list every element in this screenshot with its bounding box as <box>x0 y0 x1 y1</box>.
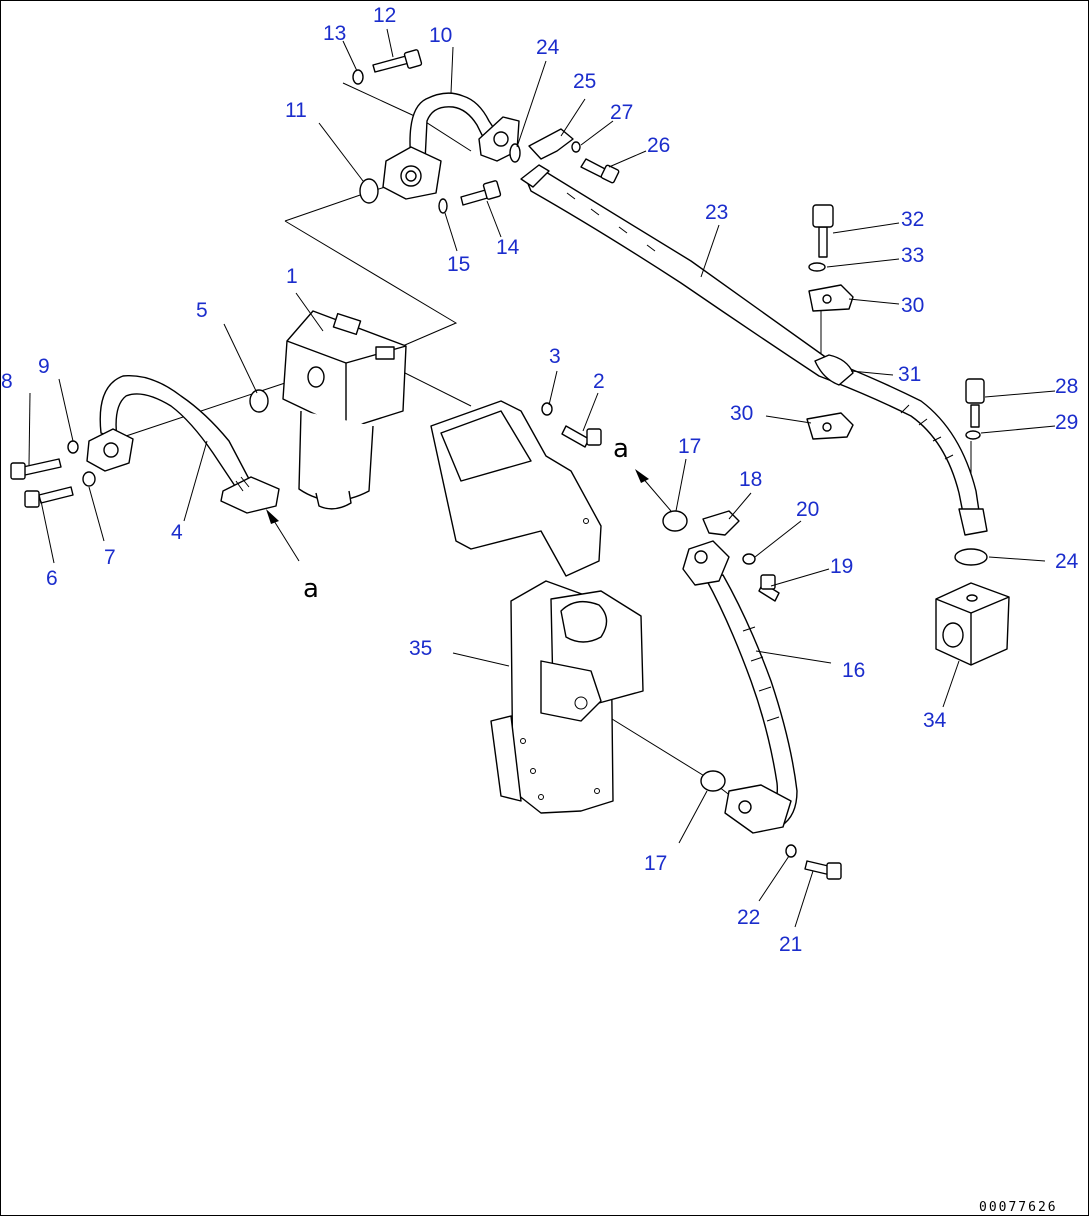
callout-30-top: 30 <box>901 294 924 317</box>
callout-17-bottom: 17 <box>644 852 667 875</box>
callout-20: 20 <box>796 498 819 521</box>
callout-3: 3 <box>549 345 561 368</box>
callout-10: 10 <box>429 24 452 47</box>
hardware <box>10 49 988 880</box>
callout-1: 1 <box>286 265 298 288</box>
callout-33: 33 <box>901 244 924 267</box>
callout-13: 13 <box>323 22 346 45</box>
callout-labels: 1 2 3 4 5 6 7 8 9 10 11 12 13 14 15 16 1… <box>1 4 1079 956</box>
callout-11: 11 <box>285 99 307 122</box>
callout-5: 5 <box>196 299 208 322</box>
callout-19: 19 <box>830 555 853 578</box>
callout-14: 14 <box>496 236 520 259</box>
callout-6: 6 <box>46 567 58 590</box>
callout-4: 4 <box>171 521 183 544</box>
part-16-hose <box>682 540 798 834</box>
view-marker-left: a <box>303 574 319 604</box>
callout-17-top: 17 <box>678 435 701 458</box>
part-34-block <box>935 582 1010 666</box>
callout-23: 23 <box>705 201 728 224</box>
part-10-pipe <box>382 92 520 200</box>
part-35-bracket <box>430 400 644 814</box>
part-1-filter <box>282 310 407 510</box>
part-4-pipe <box>86 374 280 514</box>
callout-21: 21 <box>779 933 802 956</box>
callout-31: 31 <box>898 363 921 386</box>
callout-22: 22 <box>737 906 760 929</box>
callout-34: 34 <box>923 709 947 732</box>
leader-lines <box>28 28 1056 928</box>
callout-2: 2 <box>593 370 605 393</box>
callout-29: 29 <box>1055 411 1078 434</box>
callout-16: 16 <box>842 659 865 682</box>
view-arrows <box>266 469 672 562</box>
part-30-clamps <box>806 284 854 440</box>
callout-27: 27 <box>610 101 633 124</box>
callout-8: 8 <box>1 370 13 393</box>
callout-9: 9 <box>38 355 50 378</box>
callout-28: 28 <box>1055 375 1078 398</box>
callout-15: 15 <box>447 253 470 276</box>
callout-35: 35 <box>409 637 432 660</box>
callout-12: 12 <box>373 4 396 27</box>
callout-32: 32 <box>901 208 924 231</box>
view-marker-right: a <box>613 434 629 464</box>
part-23-hose <box>520 164 988 536</box>
callout-18: 18 <box>739 468 762 491</box>
drawing-number: 00077626 <box>979 1200 1058 1215</box>
callout-24-right: 24 <box>1055 550 1079 573</box>
callout-24-top: 24 <box>536 36 560 59</box>
callout-25: 25 <box>573 70 596 93</box>
callout-30-bottom: 30 <box>730 402 753 425</box>
callout-26: 26 <box>647 134 670 157</box>
callout-7: 7 <box>104 546 116 569</box>
